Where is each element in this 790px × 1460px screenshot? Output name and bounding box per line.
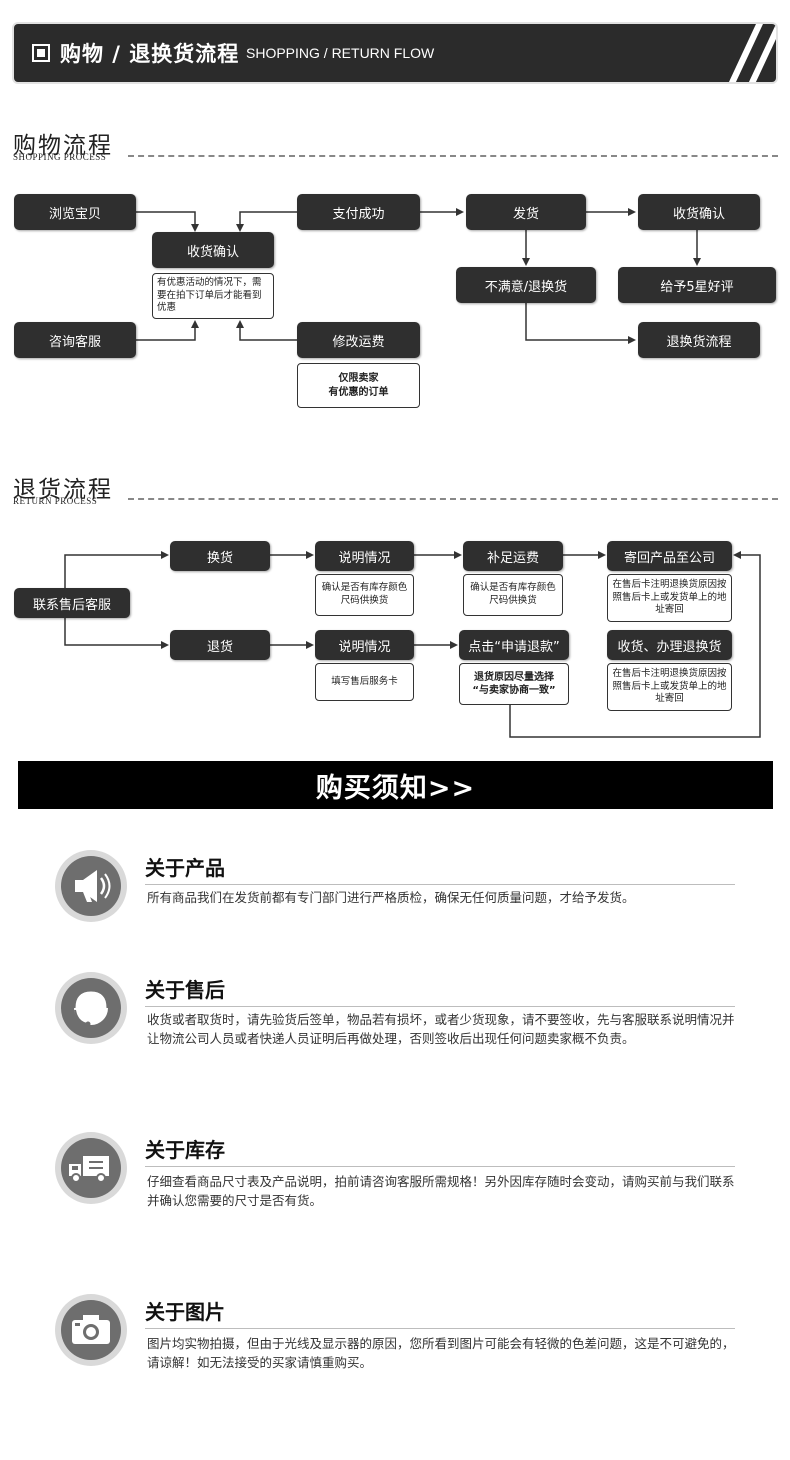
note-seller-line2: 有优惠的订单 xyxy=(328,386,389,398)
header-title-en: SHOPPING / RETURN FLOW xyxy=(246,45,435,61)
node-five-star: 给予5星好评 xyxy=(618,267,776,303)
note-address-2: 在售后卡注明退换货原因按照售后卡上或发货单上的地址寄回 xyxy=(607,663,732,711)
node-return-flow: 退换货流程 xyxy=(638,322,760,358)
note-reason-line1: 退货原因尽量选择 xyxy=(474,671,554,683)
notice-section-stock: 关于库存 仔细查看商品尺寸表及产品说明，拍前请咨询客服所需规格！另外因库存随时会… xyxy=(55,1132,755,1222)
camera-icon xyxy=(55,1294,127,1366)
node-ship: 发货 xyxy=(466,194,586,230)
shopping-subtitle: SHOPPING PROCESS xyxy=(13,152,107,162)
dashed-divider xyxy=(128,498,778,500)
node-contact-service: 联系售后客服 xyxy=(14,588,130,618)
square-icon xyxy=(32,44,50,62)
node-click-refund: 点击“申请退款” xyxy=(459,630,569,660)
node-confirm-receipt: 收货确认 xyxy=(152,232,274,268)
node-confirm-receipt-2: 收货确认 xyxy=(638,194,760,230)
section-divider xyxy=(145,1006,735,1007)
customer-service-icon xyxy=(55,972,127,1044)
section-text: 收货或者取货时，请先验货后签单，物品若有损坏，或者少货现象，请不要签收，先与客服… xyxy=(147,1012,735,1046)
node-unsatisfied: 不满意/退换货 xyxy=(456,267,596,303)
node-supplement-shipping: 补足运费 xyxy=(463,541,563,571)
shopping-title: 购物流程 xyxy=(13,133,113,159)
notice-title-bar: 购买须知>> xyxy=(18,761,773,809)
node-consult: 咨询客服 xyxy=(14,322,136,358)
section-heading: 关于库存 xyxy=(145,1138,225,1162)
node-explain-2: 说明情况 xyxy=(315,630,414,660)
note-refund-reason: 退货原因尽量选择 “与卖家协商一致” xyxy=(459,663,569,705)
note-promo: 有优惠活动的情况下，需要在拍下订单后才能看到优惠 xyxy=(152,273,274,319)
dashed-divider xyxy=(128,155,778,157)
section-divider xyxy=(145,884,735,885)
header-title-cn: 购物 / 退换货流程 xyxy=(60,42,240,66)
flow-connectors xyxy=(64,208,761,738)
header-banner: 购物 / 退换货流程 SHOPPING / RETURN FLOW xyxy=(14,24,776,82)
section-text: 所有商品我们在发货前都有专门部门进行严格质检，确保无任何质量问题，才给予发货。 xyxy=(147,890,635,905)
megaphone-icon xyxy=(55,850,127,922)
node-exchange: 换货 xyxy=(170,541,270,571)
note-confirm-stock-2: 确认是否有库存颜色尺码供换货 xyxy=(463,574,563,616)
node-explain-1: 说明情况 xyxy=(315,541,414,571)
section-heading: 关于图片 xyxy=(145,1300,225,1324)
arrow-line xyxy=(236,320,297,341)
node-receive-process: 收货、办理退换货 xyxy=(607,630,732,660)
node-send-back: 寄回产品至公司 xyxy=(607,541,732,571)
note-fill-card: 填写售后服务卡 xyxy=(315,663,414,701)
node-browse: 浏览宝贝 xyxy=(14,194,136,230)
note-seller-line1: 仅限卖家 xyxy=(338,373,379,384)
arrow-line xyxy=(136,320,199,341)
note-reason-line2: “与卖家协商一致” xyxy=(472,685,556,696)
node-modify-shipping: 修改运费 xyxy=(297,322,420,358)
section-heading: 关于售后 xyxy=(145,978,225,1002)
section-heading: 关于产品 xyxy=(145,856,225,880)
node-pay-success: 支付成功 xyxy=(297,194,420,230)
node-refund: 退货 xyxy=(170,630,270,660)
section-text: 图片均实物拍摄，但由于光线及显示器的原因，您所看到图片可能会有轻微的色差问题，这… xyxy=(147,1336,735,1370)
arrow-line xyxy=(64,551,169,588)
note-seller-only: 仅限卖家 有优惠的订单 xyxy=(297,363,420,408)
arrow-line xyxy=(525,303,636,344)
arrow-line xyxy=(236,211,297,232)
section-divider xyxy=(145,1166,735,1167)
delivery-truck-icon xyxy=(55,1132,127,1204)
notice-section-pictures: 关于图片 图片均实物拍摄，但由于光线及显示器的原因，您所看到图片可能会有轻微的色… xyxy=(55,1294,755,1384)
arrow-line xyxy=(509,551,761,738)
note-confirm-stock-1: 确认是否有库存颜色尺码供换货 xyxy=(315,574,414,616)
section-text: 仔细查看商品尺寸表及产品说明，拍前请咨询客服所需规格！另外因库存随时会变动，请购… xyxy=(147,1174,735,1208)
arrow-line xyxy=(64,618,169,649)
notice-section-product: 关于产品 所有商品我们在发货前都有专门部门进行严格质检，确保无任何质量问题，才给… xyxy=(55,850,755,930)
notice-section-after-sales: 关于售后 收货或者取货时，请先验货后签单，物品若有损坏，或者少货现象，请不要签收… xyxy=(55,972,755,1072)
section-divider xyxy=(145,1328,735,1329)
returns-subtitle: RETURN PROCESS xyxy=(13,496,98,506)
note-address-1: 在售后卡注明退换货原因按照售后卡上或发货单上的地址寄回 xyxy=(607,574,732,622)
arrow-line xyxy=(136,211,199,232)
returns-title: 退货流程 xyxy=(13,477,113,503)
